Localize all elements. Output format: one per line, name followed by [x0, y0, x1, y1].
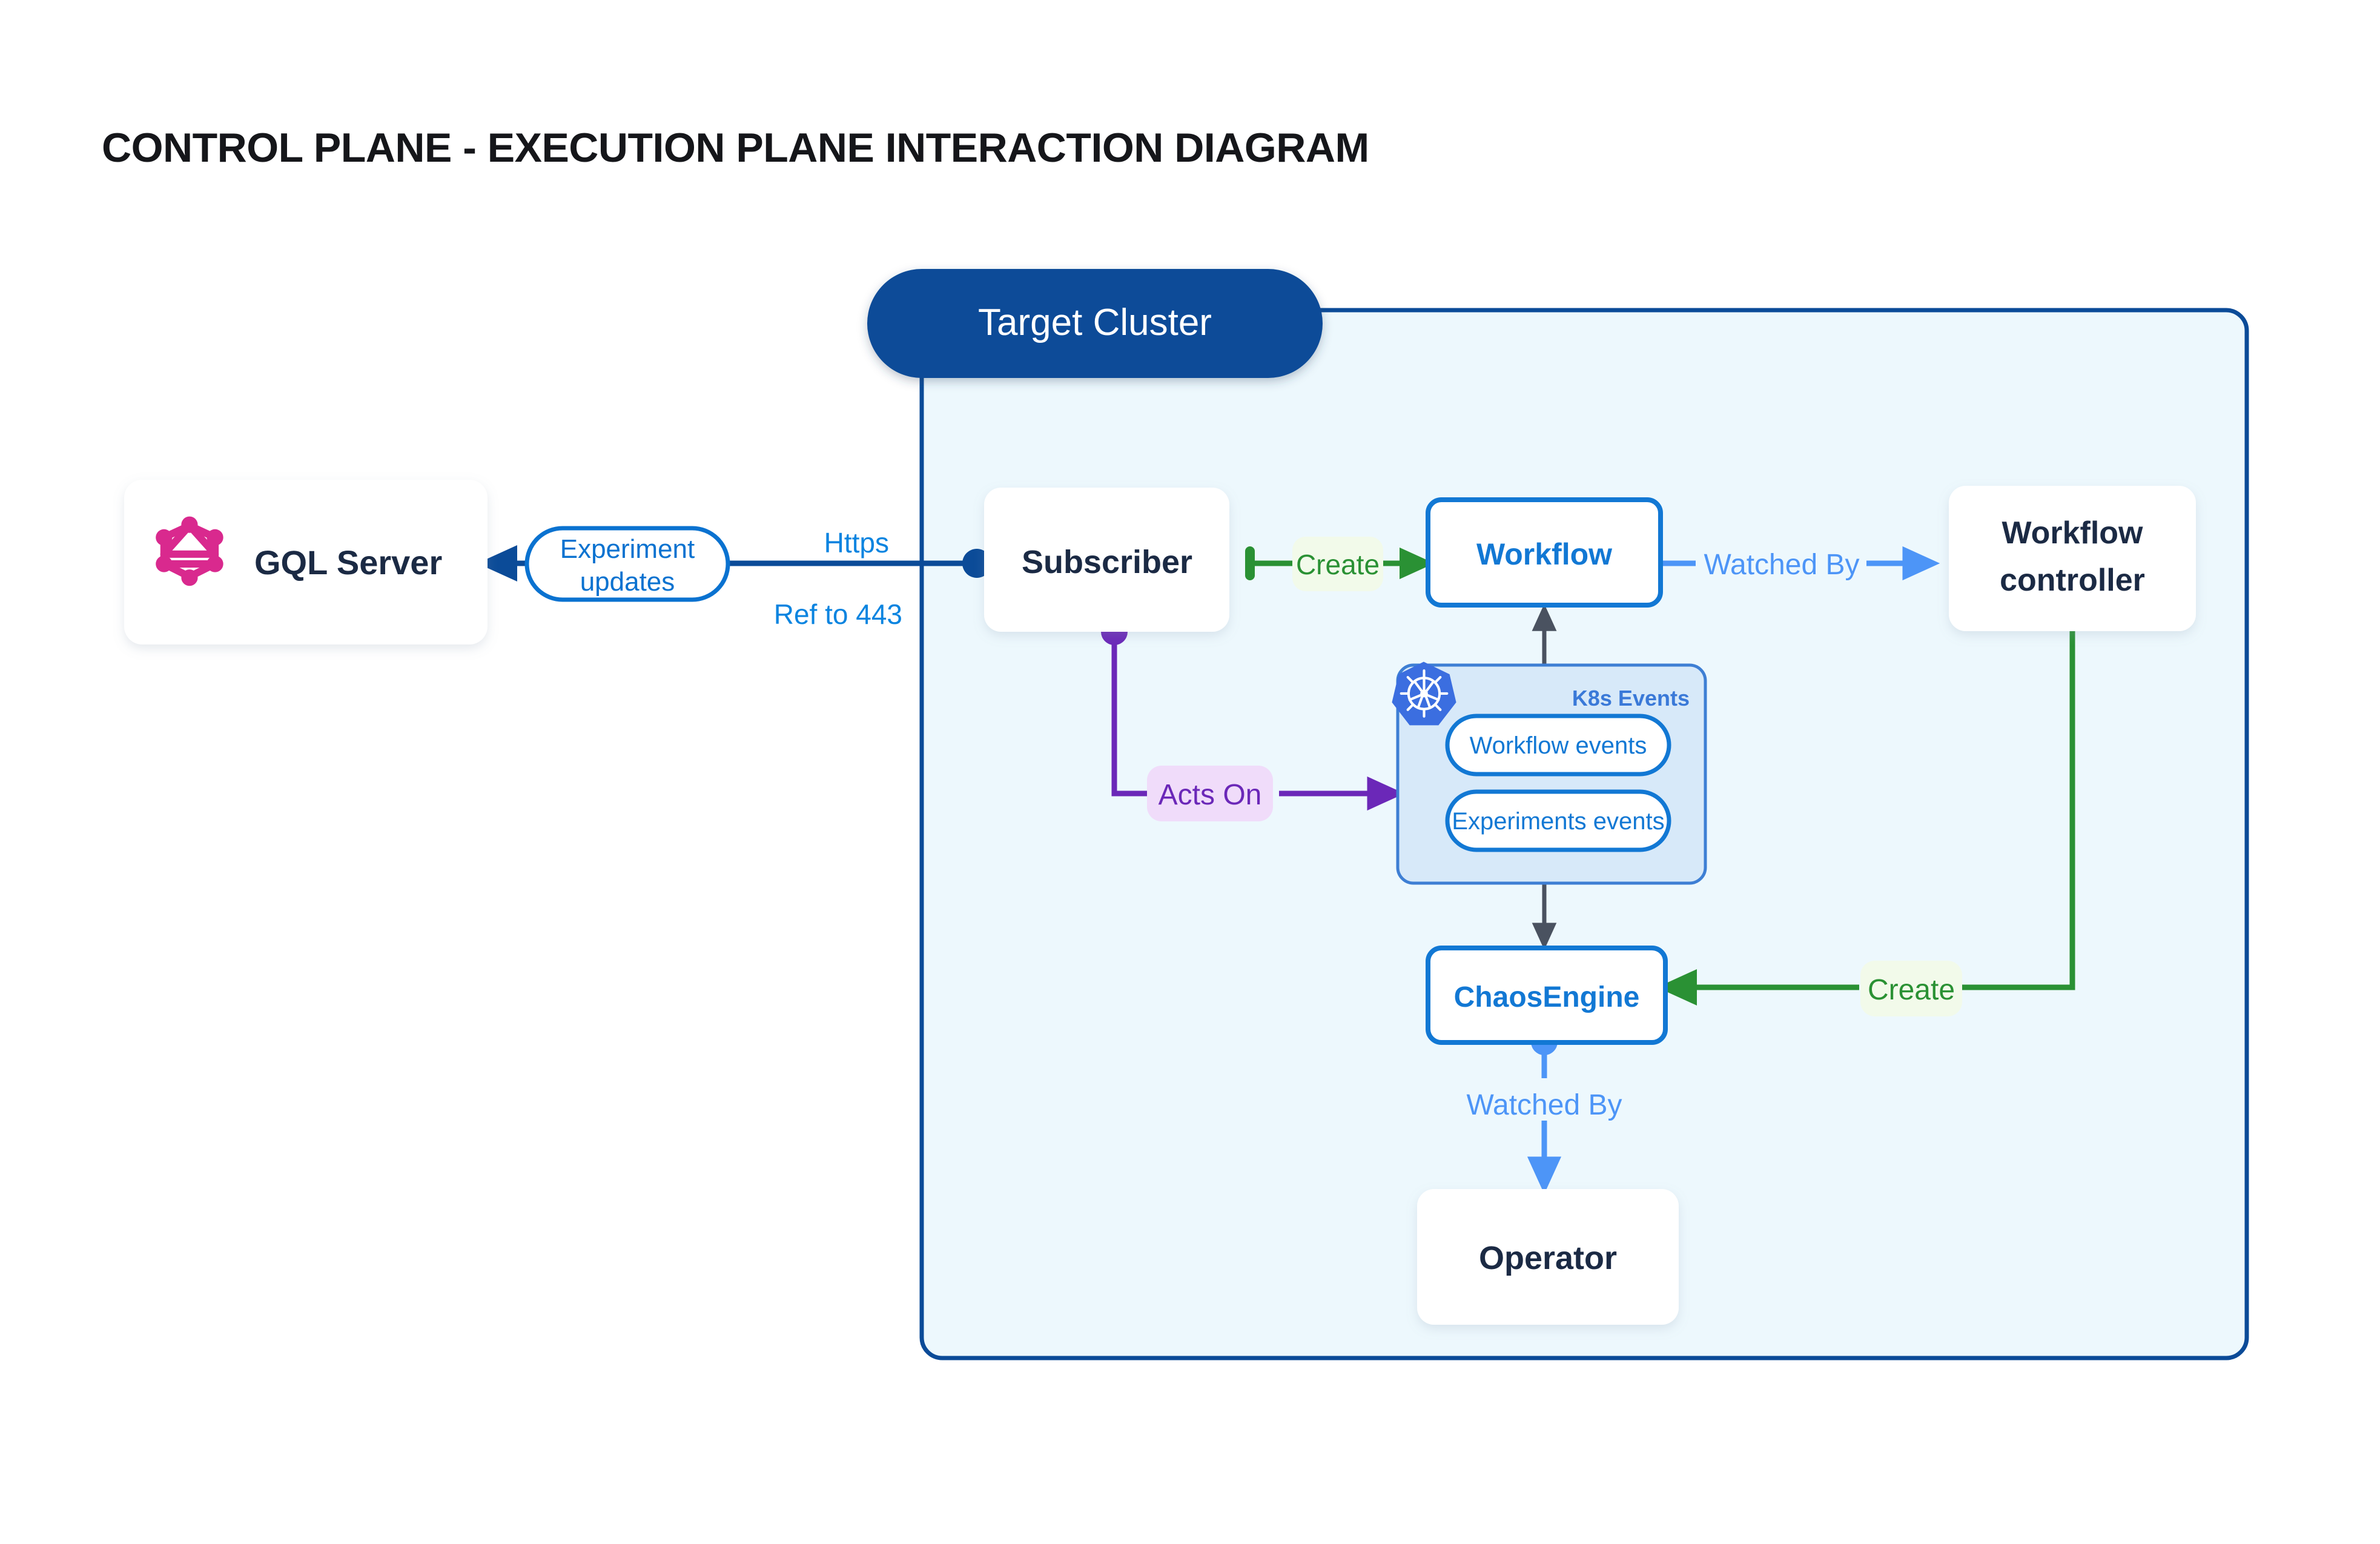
https-label: Https [824, 527, 889, 558]
edge-create-chaosengine-seg1 [1932, 615, 2075, 990]
node-workflow[interactable]: Workflow [1426, 497, 1663, 608]
pill-experiments-events[interactable]: Experiments events [1445, 789, 1671, 852]
node-chaosengine-label: ChaosEngine [1454, 981, 1640, 1013]
create-workflow-label-bg [1292, 537, 1383, 591]
node-operator[interactable]: Operator [1417, 1189, 1679, 1325]
create-chaosengine-label: Create [1868, 974, 1955, 1006]
cluster-badge-label: Target Cluster [978, 302, 1212, 343]
node-workflow-controller-label-line1: Workflow [2002, 515, 2143, 551]
graphql-icon [156, 516, 223, 586]
node-operator-card [1417, 1189, 1679, 1325]
node-subscriber[interactable]: Subscriber [984, 488, 1229, 632]
acts-on-label-bg [1147, 766, 1273, 821]
edge-acts-on-seg1 [1111, 632, 1154, 797]
node-chaosengine[interactable]: ChaosEngine [1426, 946, 1668, 1045]
experiment-updates-label-line2: updates [580, 567, 675, 597]
pill-workflow-events-label: Workflow events [1470, 732, 1647, 759]
cluster-badge-bg [867, 269, 1323, 378]
node-workflow-controller-card [1949, 486, 2196, 631]
pill-workflow-events[interactable]: Workflow events [1445, 714, 1671, 777]
acts-on-label: Acts On [1159, 779, 1262, 811]
node-subscriber-label: Subscriber [1022, 544, 1192, 580]
page-title: CONTROL PLANE - EXECUTION PLANE INTERACT… [102, 125, 1369, 171]
node-workflow-card [1426, 497, 1663, 608]
edge-create-chaosengine: Create [1657, 601, 2086, 1016]
node-gql-server[interactable]: GQL Server [124, 480, 488, 644]
pill-experiments-events-label: Experiments events [1452, 808, 1664, 835]
watched-by-controller-label: Watched By [1704, 549, 1860, 581]
cluster-badge[interactable]: Target Cluster [867, 269, 1323, 378]
pill-experiments-events-bg [1445, 789, 1671, 852]
watched-by-operator-label: Watched By [1467, 1089, 1622, 1121]
node-chaosengine-card [1426, 946, 1668, 1045]
experiment-updates-label-line1: Experiment [560, 534, 695, 564]
node-gql-server-card [124, 480, 488, 644]
node-workflow-controller[interactable]: Workflow controller [1949, 486, 2196, 631]
create-chaosengine-label-bg [1860, 961, 1962, 1016]
k8s-events-panel-label: K8s Events [1572, 686, 1690, 711]
node-operator-label: Operator [1479, 1240, 1617, 1276]
node-subscriber-card [984, 488, 1229, 632]
edge-create-workflow: Create [1245, 537, 1435, 591]
pill-workflow-events-bg [1445, 714, 1671, 777]
node-workflow-label: Workflow [1476, 537, 1612, 571]
ref-to-443-label: Ref to 443 [774, 598, 902, 630]
edge-watched-by-controller: Watched By [1661, 546, 1940, 581]
create-workflow-label: Create [1296, 549, 1380, 580]
edge-label-experiment-updates: Experiment updates [524, 526, 730, 602]
k8s-events-panel: K8s Events [1392, 661, 1707, 885]
node-workflow-controller-label-line2: controller [2000, 563, 2145, 598]
node-gql-server-label: GQL Server [254, 543, 442, 581]
experiment-updates-pill-bg [524, 526, 730, 602]
kubernetes-icon [1392, 661, 1456, 726]
